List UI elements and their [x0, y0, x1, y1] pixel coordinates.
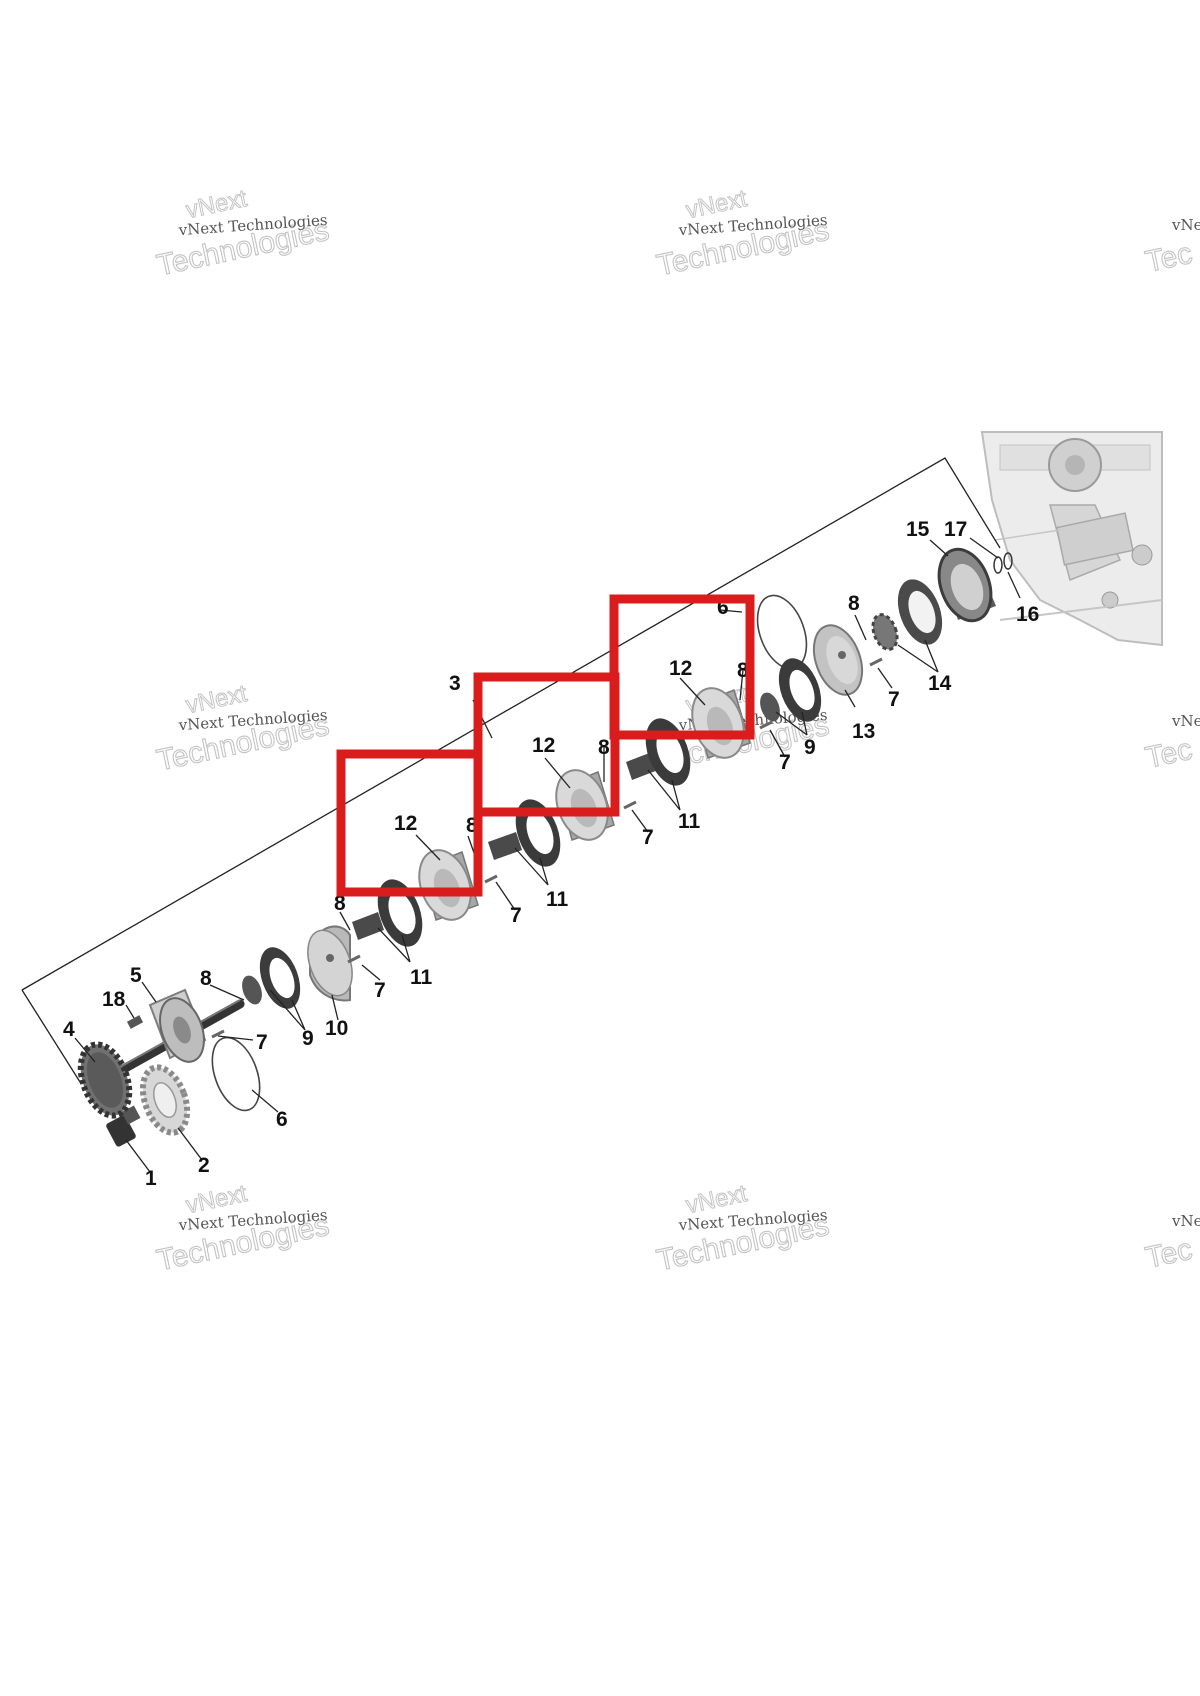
watermark: vNext Technologies vNext Technologies — [653, 1179, 832, 1277]
callout-12: 12 — [394, 812, 417, 835]
callout-11: 11 — [678, 810, 701, 833]
watermark-cut: Tec — [1143, 733, 1196, 775]
rotor-part — [242, 947, 301, 1009]
screw-part — [126, 1015, 144, 1029]
callout-7: 7 — [779, 751, 791, 774]
watermark: vNext Technologies vNext Technologies — [153, 679, 332, 777]
highlight-box — [473, 672, 620, 817]
callout-7: 7 — [256, 1031, 268, 1054]
callout-10: 10 — [325, 1017, 348, 1040]
callout-15: 15 — [906, 518, 930, 541]
watermark: vNext Technologies vNext Technologies — [653, 184, 832, 282]
engine-case — [980, 431, 1163, 647]
callout-9: 9 — [302, 1027, 314, 1050]
watermark-cut: vNe — [1171, 216, 1200, 234]
callout-12: 12 — [532, 734, 555, 757]
callout-14: 14 — [928, 672, 952, 695]
callout-8: 8 — [334, 892, 346, 915]
watermark: vNext Technologies vNext Technologies — [153, 1179, 332, 1277]
callout-labels: 1 2 3 4 5 6 6 7 7 7 7 7 7 8 8 8 8 8 8 9 … — [63, 518, 1039, 1190]
callout-12: 12 — [669, 657, 692, 680]
watermark-cut: Tec — [1143, 237, 1196, 279]
callout-7: 7 — [642, 826, 654, 849]
pump-housing-part — [418, 849, 479, 921]
callout-5: 5 — [130, 964, 142, 987]
gear-part — [77, 1041, 133, 1119]
callout-7: 7 — [888, 688, 900, 711]
pin-parts — [211, 657, 883, 1039]
callout-8: 8 — [598, 736, 610, 759]
rotor-part — [871, 579, 943, 651]
small-ring-part — [993, 552, 1013, 574]
gear-part — [139, 1064, 191, 1136]
callout-11: 11 — [546, 888, 569, 911]
callout-3: 3 — [449, 672, 461, 695]
watermark-cut: Tec — [1143, 1233, 1196, 1275]
callout-8: 8 — [848, 592, 860, 615]
callout-7: 7 — [374, 979, 386, 1002]
watermark-cut: vNe — [1171, 712, 1200, 730]
pump-plate-part — [812, 624, 864, 696]
callout-7: 7 — [510, 904, 522, 927]
pump-housing-part — [937, 547, 996, 623]
highlight-box — [609, 594, 755, 740]
callout-17: 17 — [944, 518, 967, 541]
callout-9: 9 — [804, 736, 816, 759]
assembly-bracket — [21, 457, 1001, 1083]
callout-1: 1 — [145, 1167, 157, 1190]
o-ring-part — [211, 1036, 261, 1112]
callout-6: 6 — [276, 1108, 288, 1131]
leader-lines — [74, 537, 1021, 1173]
callout-2: 2 — [198, 1154, 210, 1177]
watermark-cut: vNe — [1171, 1212, 1200, 1230]
watermark-layer: vNext Technologies vNext Technologies vN… — [153, 184, 1200, 1277]
callout-18: 18 — [102, 988, 126, 1011]
callout-13: 13 — [852, 720, 875, 743]
watermark: vNext Technologies vNext Technologies — [153, 184, 332, 282]
callout-11: 11 — [410, 966, 433, 989]
callout-16: 16 — [1016, 603, 1039, 626]
callout-6: 6 — [717, 596, 729, 619]
highlight-box — [336, 749, 483, 897]
rotor-part — [760, 658, 822, 722]
pump-cover-part — [148, 988, 207, 1063]
o-ring-part — [756, 594, 808, 670]
rotor-part — [352, 879, 423, 947]
callout-8: 8 — [200, 967, 212, 990]
pump-plate-part — [307, 925, 353, 1002]
callout-4: 4 — [63, 1018, 75, 1041]
highlight-boxes — [336, 594, 755, 897]
